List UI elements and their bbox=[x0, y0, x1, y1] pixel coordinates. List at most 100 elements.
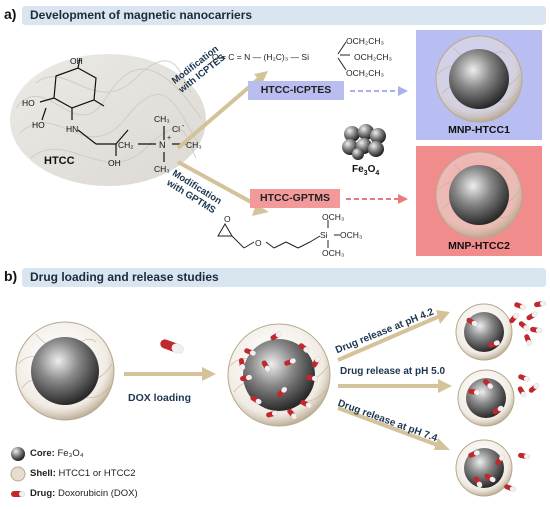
icptes-chain: O = C = N — (H₂C)₃ — Si bbox=[212, 52, 309, 62]
released-particles bbox=[455, 300, 546, 497]
legend-shell: Shell: HTCC1 or HTCC2 bbox=[30, 468, 136, 479]
drug-capsule bbox=[270, 331, 282, 341]
fe3o4-o: O bbox=[367, 164, 376, 175]
drug-capsule bbox=[287, 408, 297, 420]
drug-capsule bbox=[483, 379, 493, 389]
drug-capsule bbox=[266, 410, 278, 418]
htcc-ch2: CH₂ bbox=[118, 140, 134, 150]
drug-capsule bbox=[518, 452, 530, 460]
icptes-ethoxy-2: OCH₂CH₃ bbox=[354, 52, 392, 62]
legend-shell-icon bbox=[10, 466, 26, 482]
htcc-ho-low: HO bbox=[32, 120, 45, 130]
gptms-epoxide-o: O bbox=[224, 214, 231, 224]
drug-capsule bbox=[298, 343, 310, 353]
dox-capsule-icon bbox=[160, 339, 184, 354]
legend-drug: Drug: Doxorubicin (DOX) bbox=[30, 488, 138, 499]
drug-capsule bbox=[495, 454, 505, 466]
gptms-methoxy-3: OCH₃ bbox=[322, 248, 345, 258]
legend-core-key: Core: bbox=[30, 448, 55, 459]
drug-capsule bbox=[534, 300, 546, 308]
release-ph50-label: Drug release at pH 5.0 bbox=[340, 366, 446, 377]
legend-drug-icon bbox=[11, 491, 25, 497]
legend-core-value: Fe₃O₄ bbox=[57, 448, 84, 459]
drug-capsule bbox=[492, 405, 504, 415]
drug-capsule bbox=[526, 311, 538, 321]
particle-ph74 bbox=[455, 439, 513, 497]
htcc-ch3-bottom: CH₃ bbox=[154, 164, 170, 174]
htcc-label: HTCC bbox=[44, 155, 75, 167]
gptms-methoxy-2: OCH₃ bbox=[340, 230, 363, 240]
fe3o4-sub4: 4 bbox=[375, 170, 380, 177]
gptms-ether-o: O bbox=[255, 238, 262, 248]
drug-capsule bbox=[250, 395, 262, 405]
htcc-ho-left: HO bbox=[22, 98, 35, 108]
drug-capsule bbox=[514, 302, 526, 310]
legend-drug-key: Drug: bbox=[30, 488, 56, 499]
drug-capsule bbox=[517, 386, 527, 398]
htcc-n-plus: + bbox=[167, 135, 171, 142]
drug-capsule bbox=[518, 321, 530, 331]
htcc-n: N bbox=[159, 140, 166, 150]
legend-icons bbox=[10, 447, 26, 497]
icptes-dashed-arrow bbox=[350, 86, 408, 96]
dox-loading-arrow bbox=[124, 339, 216, 381]
section-a-letter: a) bbox=[4, 6, 17, 22]
drug-capsule bbox=[488, 340, 500, 348]
htcc-cl-charge: - bbox=[182, 123, 185, 130]
drug-capsule bbox=[306, 374, 318, 382]
drug-capsule bbox=[284, 358, 296, 366]
release-arrows bbox=[337, 310, 452, 450]
htcc-gptms-box: HTCC-GPTMS bbox=[250, 189, 340, 208]
mnp-htcc1-label: MNP-HTCC1 bbox=[448, 124, 510, 136]
drug-capsule bbox=[509, 312, 519, 324]
gptms-si: Si bbox=[320, 230, 328, 240]
drug-capsule bbox=[530, 326, 542, 334]
drug-capsule bbox=[311, 356, 321, 368]
legend: Core: Fe₃O₄ Shell: HTCC1 or HTCC2 Drug: … bbox=[6, 446, 206, 506]
fe3o4-sub3: 3 bbox=[363, 170, 368, 177]
htcc-hn: HN bbox=[66, 124, 78, 134]
dox-loading-label: DOX loading bbox=[128, 392, 191, 404]
drug-capsule bbox=[504, 484, 516, 492]
section-b-title: Drug loading and release studies bbox=[22, 268, 546, 287]
gptms-structure: O O Si bbox=[217, 214, 340, 249]
legend-core: Core: Fe₃O₄ bbox=[30, 448, 84, 459]
htcc-ch3-top: CH₃ bbox=[154, 114, 170, 124]
drug-capsule bbox=[261, 360, 271, 372]
drug-capsule bbox=[238, 358, 246, 370]
htcc-cl: Cl bbox=[172, 124, 180, 134]
mnp-htcc2-label: MNP-HTCC2 bbox=[448, 240, 510, 252]
mnp-htcc1-particle bbox=[435, 35, 523, 123]
htcc-icptes-box: HTCC-ICPTES bbox=[248, 81, 344, 100]
legend-core-icon bbox=[11, 447, 25, 461]
fe3o4-fe: Fe bbox=[352, 164, 364, 175]
htcc-molecule: OH HO HO HN CH₂ OH N + CH₃ CH₃ CH₃ Cl - bbox=[10, 54, 206, 186]
particle-ph42 bbox=[455, 303, 513, 361]
drug-capsule bbox=[244, 348, 256, 356]
drug-capsule bbox=[473, 476, 483, 488]
mnp-htcc1-panel: MNP-HTCC1 bbox=[416, 30, 542, 140]
section-b-letter: b) bbox=[4, 268, 18, 284]
drug-capsule bbox=[468, 388, 480, 396]
fe3o4-label: Fe3O4 bbox=[352, 164, 379, 177]
legend-shell-value: HTCC1 or HTCC2 bbox=[58, 468, 136, 479]
drug-capsule bbox=[518, 374, 530, 382]
fe3o4-cluster bbox=[342, 124, 386, 160]
gptms-methoxy-1: OCH₃ bbox=[322, 212, 345, 222]
drug-capsule bbox=[484, 473, 496, 483]
legend-drug-value: Doxorubicin (DOX) bbox=[57, 488, 138, 499]
icptes-ethoxy-3: OCH₂CH₃ bbox=[346, 68, 384, 78]
drug-capsule bbox=[528, 383, 540, 393]
drug-capsule bbox=[240, 374, 252, 382]
section-a-title: Development of magnetic nanocarriers bbox=[22, 6, 546, 25]
mnp-htcc2-panel: MNP-HTCC2 bbox=[416, 146, 542, 256]
htcc-oh-bottom: OH bbox=[108, 158, 121, 168]
htcc-ch3-right: CH₃ bbox=[186, 140, 202, 150]
icptes-si-bonds bbox=[337, 41, 350, 71]
drug-capsule bbox=[300, 400, 312, 408]
icptes-ethoxy-1: OCH₂CH₃ bbox=[346, 36, 384, 46]
gptms-dashed-arrow bbox=[346, 194, 408, 204]
particle-ph50 bbox=[457, 369, 515, 427]
loaded-nanocarrier bbox=[227, 323, 331, 427]
drug-capsule bbox=[524, 334, 532, 346]
